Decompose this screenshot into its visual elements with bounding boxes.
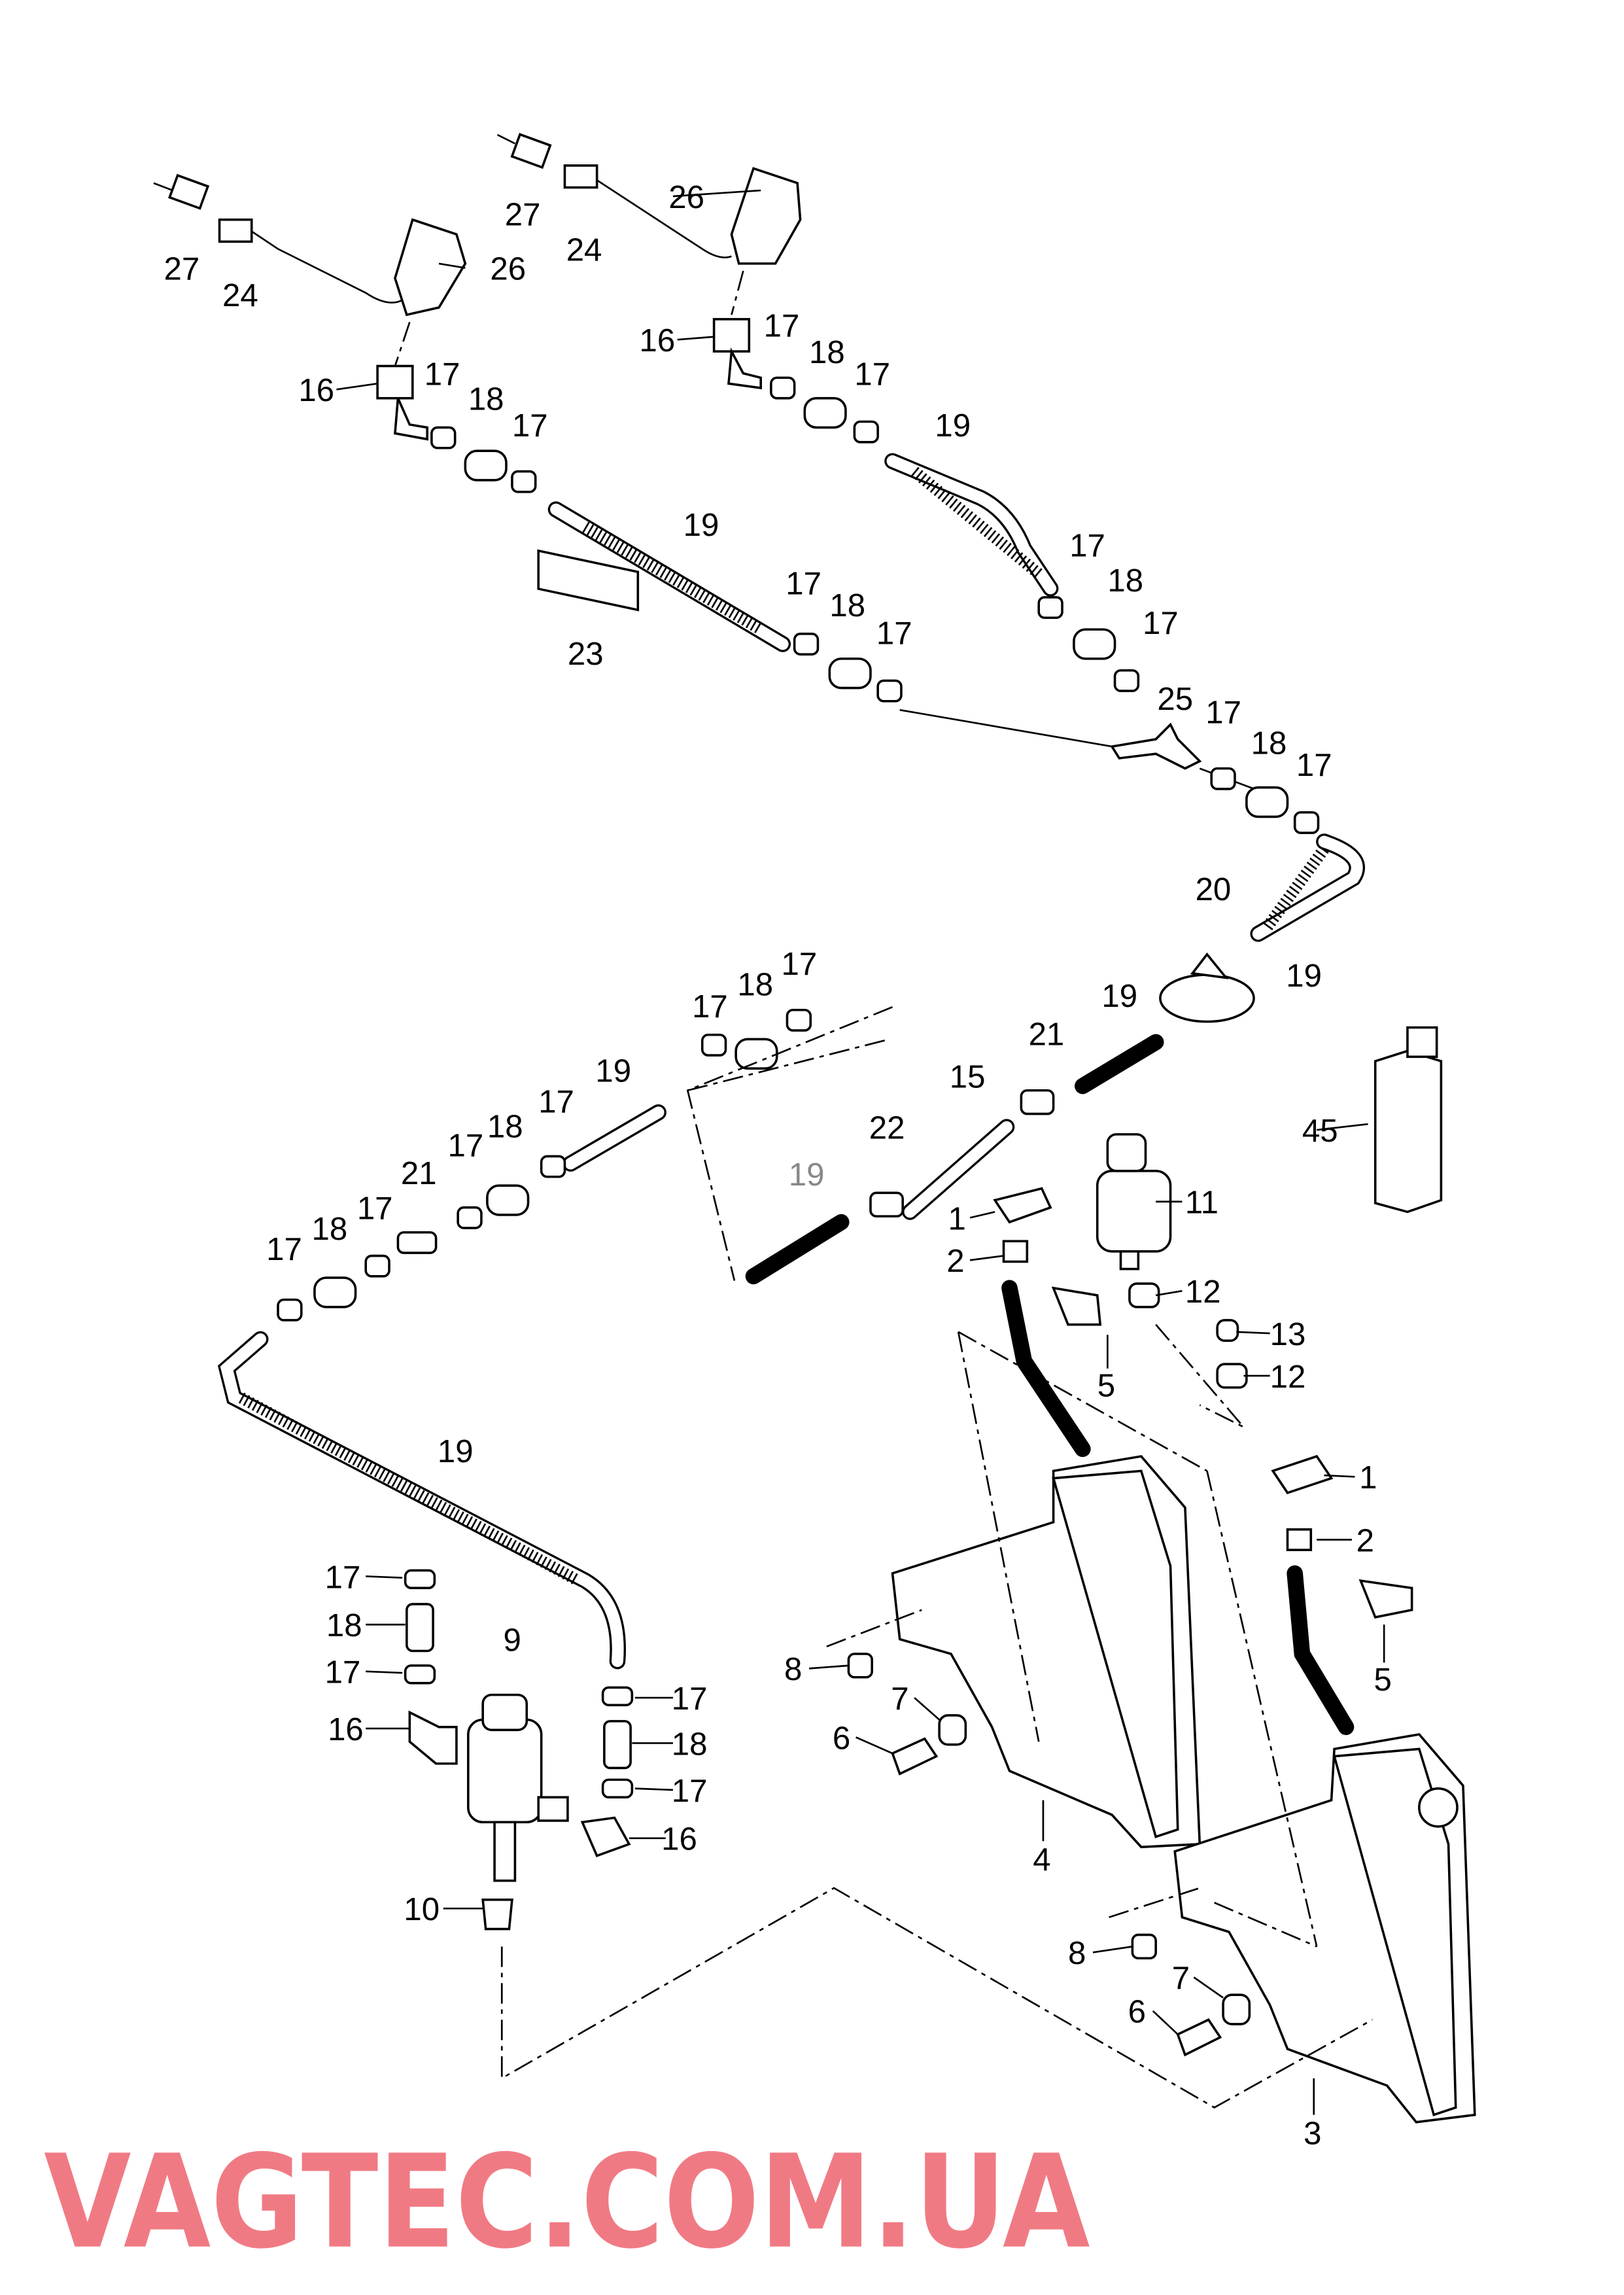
watermark: VAGTEC.COM.UA (44, 2128, 1090, 2277)
callout: 24 (566, 232, 602, 268)
callout: 16 (640, 323, 676, 359)
callout: 17 (424, 357, 460, 393)
callout: 17 (1143, 605, 1179, 641)
clamps-and-connectors (277, 376, 1413, 2057)
callout: 21 (401, 1155, 437, 1191)
callout: 7 (1172, 1960, 1190, 1996)
callout: 17 (266, 1231, 302, 1267)
callout: 2 (1356, 1522, 1374, 1558)
callout: 10 (404, 1891, 440, 1927)
callout: 6 (833, 1720, 850, 1756)
callout: 18 (326, 1607, 362, 1643)
callout: 19 (789, 1157, 825, 1193)
callout: 17 (325, 1655, 361, 1691)
callout: 17 (692, 989, 728, 1025)
callout: 17 (325, 1559, 361, 1595)
callout: 6 (1128, 1994, 1146, 2030)
callout: 17 (786, 565, 821, 601)
callout: 17 (782, 946, 818, 982)
right-nozzle-assembly (496, 133, 802, 390)
callout: 45 (1302, 1113, 1338, 1149)
callout: 18 (1107, 563, 1143, 599)
callout: 17 (538, 1083, 574, 1119)
leader-lines (336, 189, 1385, 2115)
callout: 26 (490, 251, 526, 287)
pump-9 (467, 1693, 569, 1882)
callout: 17 (672, 1681, 708, 1717)
callout: 17 (876, 615, 912, 651)
left-nozzle-assembly (153, 173, 467, 441)
callout: 17 (764, 308, 800, 344)
callout: 20 (1196, 871, 1232, 907)
callout: 27 (505, 197, 541, 233)
callout: 18 (487, 1108, 523, 1144)
callout: 8 (784, 1651, 802, 1687)
callout: 18 (1251, 725, 1287, 761)
callout: 24 (222, 277, 258, 313)
callout: 17 (854, 357, 890, 393)
callout-labels: 27 24 26 27 24 26 16 17 18 17 16 17 18 1… (164, 179, 1392, 2151)
callout: 19 (1101, 978, 1137, 1014)
callout: 19 (1286, 958, 1322, 994)
callout: 1 (1359, 1460, 1377, 1496)
callout: 18 (809, 334, 845, 370)
callout: 19 (438, 1433, 474, 1469)
callout: 27 (164, 251, 200, 287)
callout: 25 (1157, 681, 1193, 717)
callout: 19 (683, 507, 719, 543)
reservoir-4 (891, 1455, 1201, 1849)
fluid-bottle (1373, 1026, 1443, 1214)
callout: 16 (661, 1821, 697, 1857)
callout: 17 (1296, 747, 1332, 783)
callout: 18 (468, 381, 504, 417)
callout: 1 (948, 1200, 966, 1236)
callout: 16 (298, 372, 334, 408)
callout: 8 (1068, 1935, 1086, 1971)
callout: 12 (1185, 1274, 1221, 1310)
callout: 18 (737, 966, 773, 1002)
callout: 5 (1373, 1662, 1391, 1698)
callout: 4 (1033, 1842, 1050, 1878)
callout: 5 (1097, 1367, 1115, 1403)
callout: 17 (672, 1773, 708, 1809)
hose-lines (217, 453, 1365, 1736)
callout: 9 (504, 1622, 521, 1658)
callout: 18 (829, 587, 865, 623)
callout: 19 (935, 408, 971, 444)
callout: 19 (595, 1053, 631, 1089)
callout: 15 (950, 1059, 986, 1095)
callout: 12 (1270, 1359, 1306, 1395)
callout: 18 (311, 1211, 347, 1247)
callout: 18 (672, 1726, 708, 1762)
reservoir-3 (1173, 1733, 1476, 2124)
callout: 7 (891, 1681, 908, 1717)
callout: 16 (328, 1711, 364, 1747)
reference-lines (500, 1006, 1373, 2109)
callout: 26 (668, 179, 704, 215)
callout: 3 (1304, 2115, 1321, 2151)
callout: 23 (568, 636, 604, 672)
callout: 22 (869, 1110, 905, 1146)
adhesive-strip (537, 549, 640, 612)
callout: 13 (1270, 1316, 1306, 1352)
callout: 21 (1029, 1016, 1065, 1052)
callout: 17 (448, 1127, 484, 1163)
callout: 17 (1069, 527, 1105, 563)
callout: 17 (357, 1191, 393, 1227)
callout: 11 (1185, 1185, 1218, 1221)
callout: 2 (946, 1243, 964, 1279)
pump-11 (1096, 1133, 1172, 1270)
callout: 17 (1205, 694, 1241, 730)
callout: 17 (512, 408, 548, 444)
